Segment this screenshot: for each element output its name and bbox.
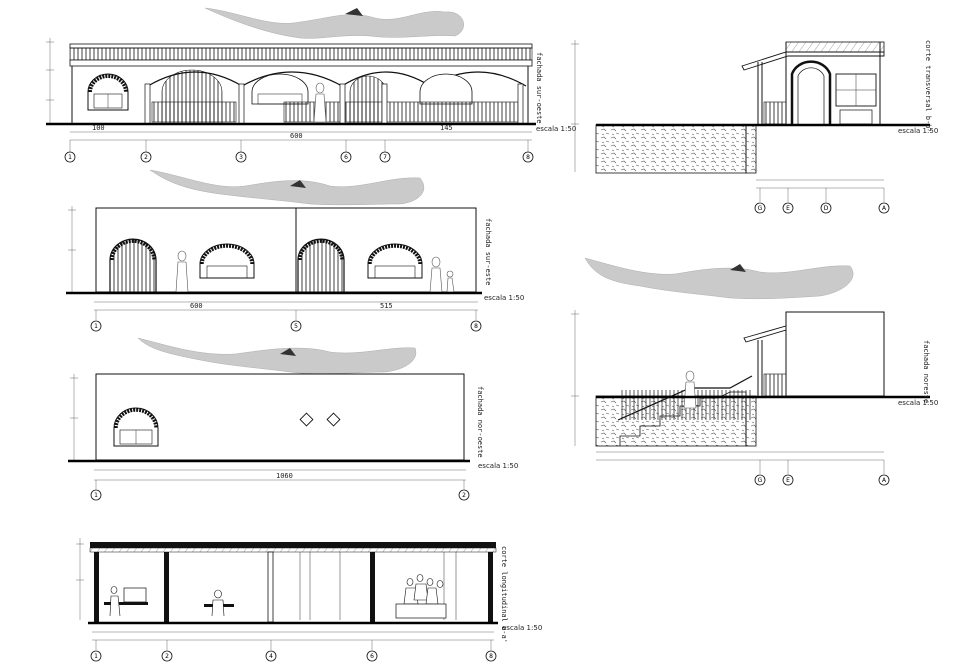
axis-bubble xyxy=(366,650,378,662)
scale-label: escala 1:50 xyxy=(536,125,576,133)
axis-markers: 1 2 4 6 8 xyxy=(90,640,497,662)
axis-bubble xyxy=(522,151,534,163)
axis-label: 1 xyxy=(68,154,72,161)
axis-bubble xyxy=(485,650,497,662)
scale-label: escala 1:50 xyxy=(478,462,518,470)
drawing-fachada-sur-este: 600 515 escala 1:50 fachada sur-este 1 5 … xyxy=(66,206,524,332)
axis-label: 7 xyxy=(383,154,387,161)
axis-label: 2 xyxy=(165,653,169,660)
scale-label: escala 1:50 xyxy=(898,127,938,135)
axis-label: G xyxy=(758,477,763,484)
axis-bubble xyxy=(290,320,302,332)
drawing-fachada-nor-oeste: 1060 escala 1:50 fachada nor-oeste 1 2 xyxy=(68,373,518,501)
scale-label: escala 1:50 xyxy=(502,624,542,632)
axis-label: A xyxy=(882,205,887,212)
drawing-corte-longitudinal: escala 1:50 corte longitudinal a-a' 1 2 … xyxy=(76,538,542,662)
axis-bubble xyxy=(265,650,277,662)
drawing-title: fachada sur-este xyxy=(484,218,492,285)
axis-bubble xyxy=(458,489,470,501)
axis-label: 2 xyxy=(462,492,466,499)
svg-text:100: 100 xyxy=(92,124,105,132)
drawing-title: fachada noreste xyxy=(922,340,930,403)
scale-label: escala 1:50 xyxy=(898,399,938,407)
axis-bubble xyxy=(878,474,890,486)
drawing-title: corte transversal b-b' xyxy=(924,40,932,133)
axis-label: E xyxy=(786,477,790,484)
axis-bubble xyxy=(820,202,832,214)
drawing-title: corte longitudinal a-a' xyxy=(500,546,508,643)
drawing-fachada-noreste: escala 1:50 fachada noreste G E A xyxy=(571,310,938,486)
axis-label: 8 xyxy=(489,653,493,660)
axis-bubble xyxy=(379,151,391,163)
svg-text:600: 600 xyxy=(290,132,303,140)
axis-label: G xyxy=(758,205,763,212)
axis-label: 6 xyxy=(370,653,374,660)
axis-bubble xyxy=(64,151,76,163)
svg-text:145: 145 xyxy=(440,124,453,132)
axis-bubble xyxy=(754,202,766,214)
axis-label: 1 xyxy=(94,653,98,660)
axis-markers: 1 2 3 6 7 8 xyxy=(64,140,534,163)
axis-bubble xyxy=(782,474,794,486)
svg-text:600: 600 xyxy=(190,302,203,310)
axis-label: A xyxy=(882,477,887,484)
axis-markers: 1 5 8 xyxy=(90,310,482,332)
axis-bubble xyxy=(782,202,794,214)
axis-label: 4 xyxy=(269,653,273,660)
axis-bubble xyxy=(754,474,766,486)
drawing-corte-transversal: escala 1:50 corte transversal b-b' G E D… xyxy=(571,40,938,214)
svg-text:1060: 1060 xyxy=(276,472,293,480)
axis-label: D xyxy=(824,205,829,212)
axis-bubble xyxy=(878,202,890,214)
axis-label: 2 xyxy=(144,154,148,161)
axis-markers: G E A xyxy=(754,460,890,486)
axis-label: 1 xyxy=(94,492,98,499)
axis-label: 8 xyxy=(526,154,530,161)
axis-label: E xyxy=(786,205,790,212)
drawing-title: fachada sur-oeste xyxy=(535,52,543,124)
axis-bubble xyxy=(90,650,102,662)
axis-label: 8 xyxy=(474,323,478,330)
axis-markers: G E D A xyxy=(754,188,890,214)
axis-bubble xyxy=(340,151,352,163)
scale-label: escala 1:50 xyxy=(484,294,524,302)
drawing-title: fachada nor-oeste xyxy=(476,386,484,458)
axis-markers: 1 2 xyxy=(90,480,470,501)
svg-text:515: 515 xyxy=(380,302,393,310)
tree-silhouettes xyxy=(137,7,854,374)
axis-bubble xyxy=(235,151,247,163)
axis-bubble xyxy=(140,151,152,163)
axis-label: 5 xyxy=(294,323,298,330)
axis-label: 3 xyxy=(239,154,243,161)
axis-label: 1 xyxy=(94,323,98,330)
axis-bubble xyxy=(90,320,102,332)
axis-bubble xyxy=(161,650,173,662)
axis-bubble xyxy=(470,320,482,332)
axis-bubble xyxy=(90,489,102,501)
axis-label: 6 xyxy=(344,154,348,161)
